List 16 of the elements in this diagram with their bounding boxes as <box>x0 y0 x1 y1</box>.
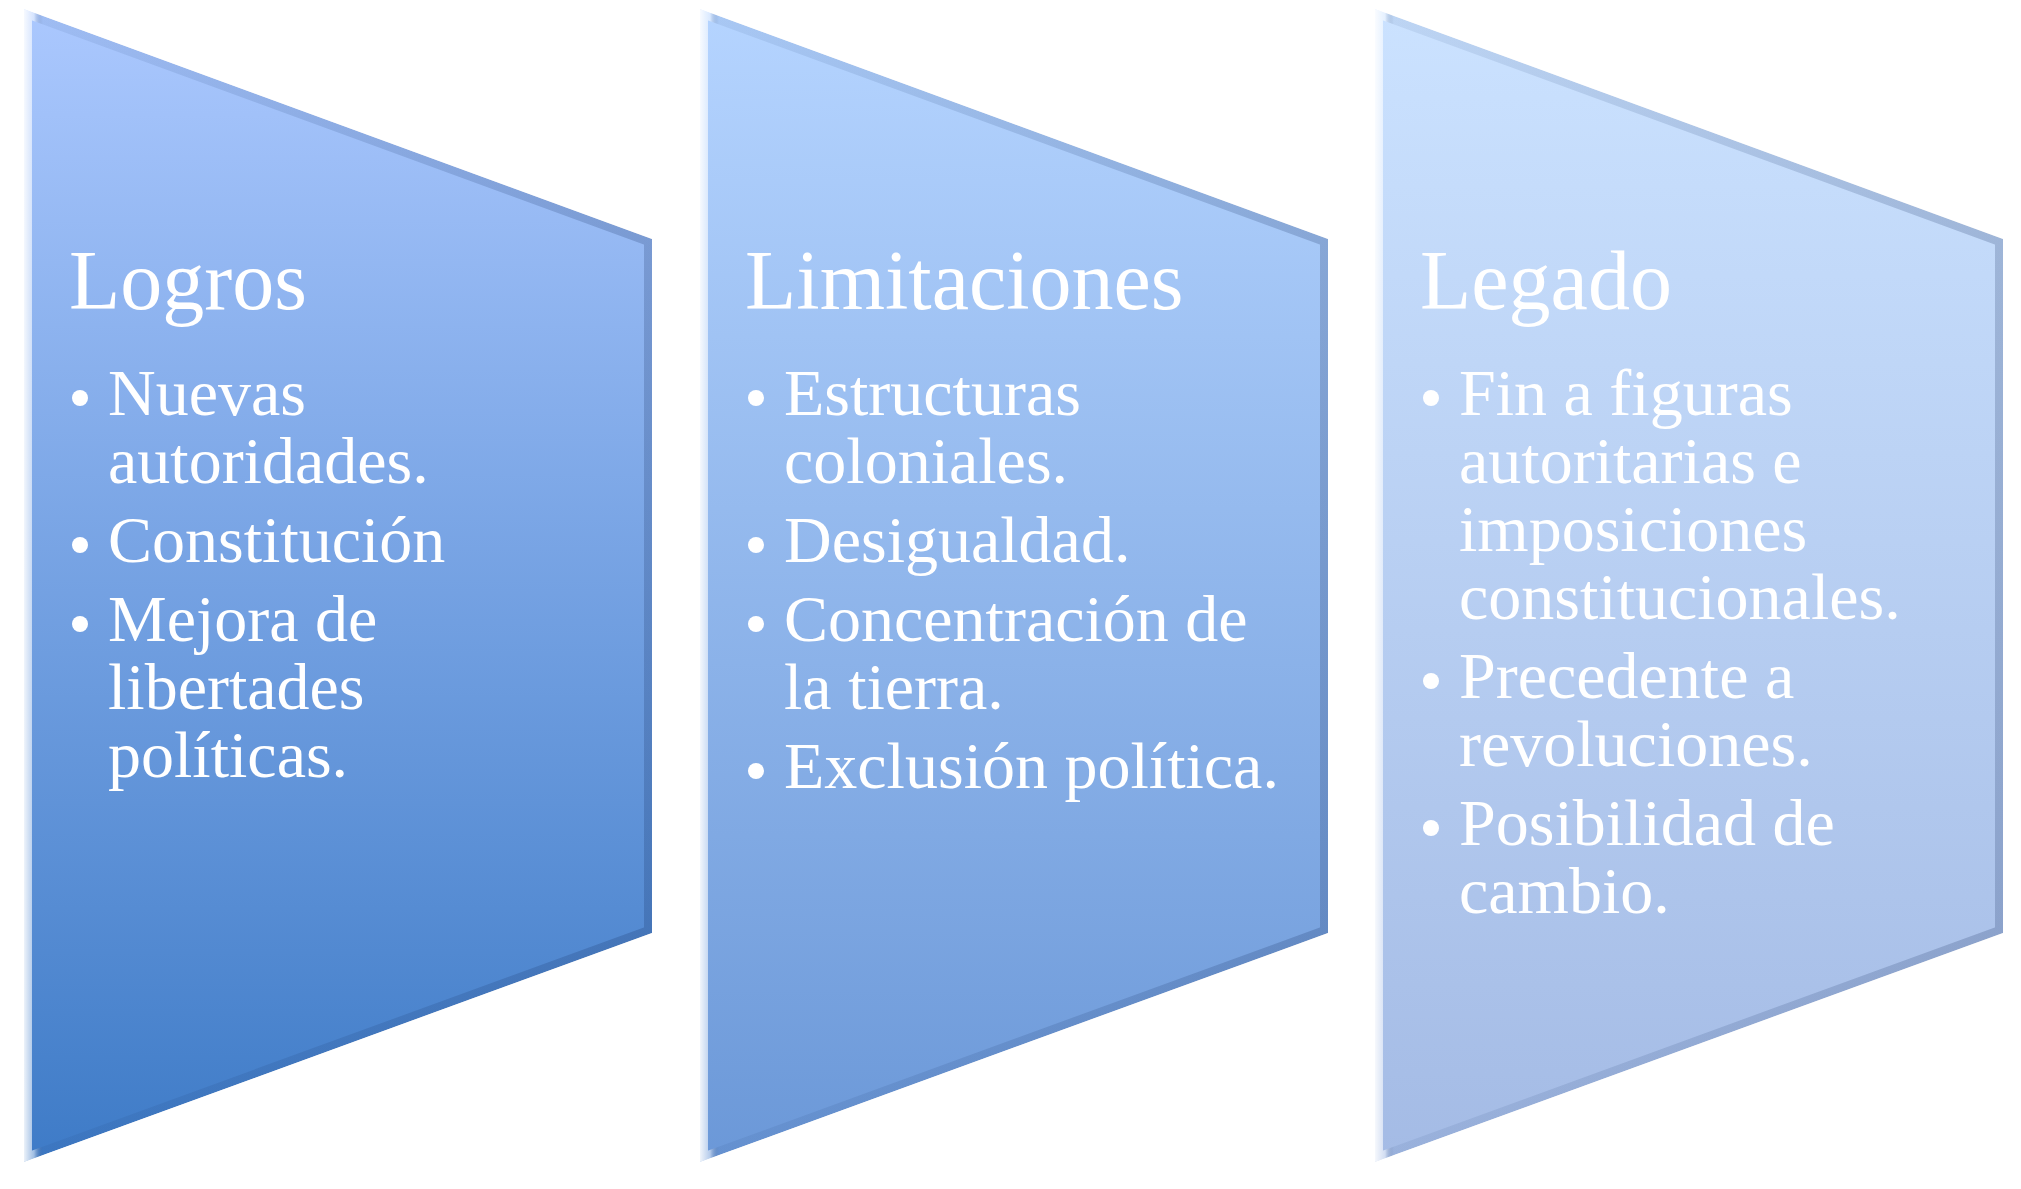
list-item-text: Fin a figuras autoritarias e imposiciones constitucionales. <box>1459 359 1902 631</box>
list-item-text: Desigualdad. <box>784 506 1132 574</box>
list-item-text: Constitución <box>108 506 447 574</box>
panel-heading: Legado <box>1420 233 1672 329</box>
list-item-text: Posibilidad de cambio. <box>1459 789 1836 925</box>
list-item-text: Nuevas autoridades. <box>108 359 430 495</box>
list-item-text: Estructuras coloniales. <box>784 359 1082 495</box>
list-item-text: Precedente a revoluciones. <box>1459 642 1814 778</box>
list-item-text: Mejora de libertades políticas. <box>108 585 379 789</box>
trapezoid-panel <box>1375 9 2003 1162</box>
panel-heading: Limitaciones <box>745 233 1184 329</box>
list-item-text: Exclusión política. <box>784 732 1280 800</box>
panel-heading: Logros <box>69 233 307 329</box>
trapezoid-panel <box>700 9 1328 1162</box>
list-item-text: Concentración de la tierra. <box>784 585 1249 721</box>
trapezoid-panel <box>24 9 652 1162</box>
